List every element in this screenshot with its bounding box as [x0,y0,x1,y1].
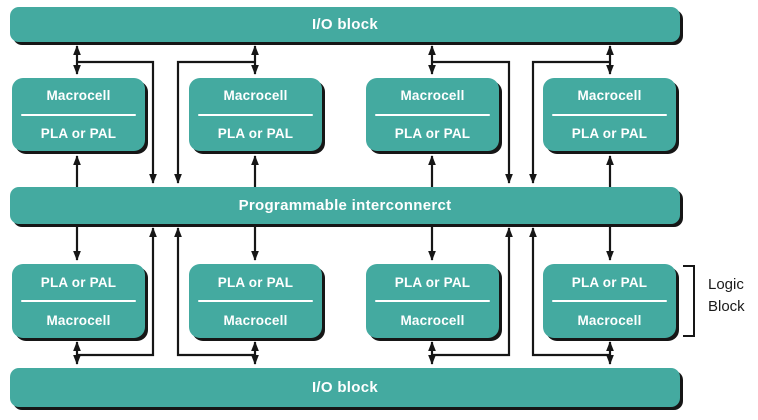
logic-block-annotation-line2: Block [708,298,745,315]
io-block-bottom-bar: I/O block [10,368,680,407]
upper-logic-block-2: Macrocell PLA or PAL [189,78,322,151]
macrocell-label: Macrocell [223,88,288,104]
block-divider [198,300,313,302]
pla-or-pal-label: PLA or PAL [571,125,648,141]
pla-or-pal-label: PLA or PAL [217,274,294,290]
pla-or-pal-label: PLA or PAL [40,274,117,290]
upper-logic-block-3: Macrocell PLA or PAL [366,78,499,151]
lower-logic-block-1: PLA or PAL Macrocell [12,264,145,338]
logic-block-annotation: Logic Block [708,274,745,318]
programmable-interconnect-label: Programmable interconnerct [238,197,452,214]
pla-or-pal-label: PLA or PAL [394,125,471,141]
pla-or-pal-label: PLA or PAL [394,274,471,290]
lower-logic-block-2: PLA or PAL Macrocell [189,264,322,338]
programmable-interconnect-bar: Programmable interconnerct [10,187,680,224]
macrocell-label: Macrocell [400,88,465,104]
macrocell-label: Macrocell [577,88,642,104]
block-divider [198,113,313,116]
logic-block-annotation-line1: Logic [708,276,744,293]
io-block-top-label: I/O block [311,16,379,33]
lower-logic-block-3: PLA or PAL Macrocell [366,264,499,338]
lower-logic-block-4: PLA or PAL Macrocell [543,264,676,338]
pla-or-pal-label: PLA or PAL [571,274,648,290]
macrocell-label: Macrocell [577,312,642,328]
io-block-top-bar: I/O block [10,7,680,42]
io-block-bottom-label: I/O block [311,379,379,396]
macrocell-label: Macrocell [400,312,465,328]
upper-logic-block-1: Macrocell PLA or PAL [12,78,145,151]
pla-or-pal-label: PLA or PAL [217,125,294,141]
macrocell-label: Macrocell [223,312,288,328]
logic-block-bracket [683,265,695,337]
macrocell-label: Macrocell [46,312,111,328]
macrocell-label: Macrocell [46,88,111,104]
pla-or-pal-label: PLA or PAL [40,125,117,141]
upper-logic-block-4: Macrocell PLA or PAL [543,78,676,151]
